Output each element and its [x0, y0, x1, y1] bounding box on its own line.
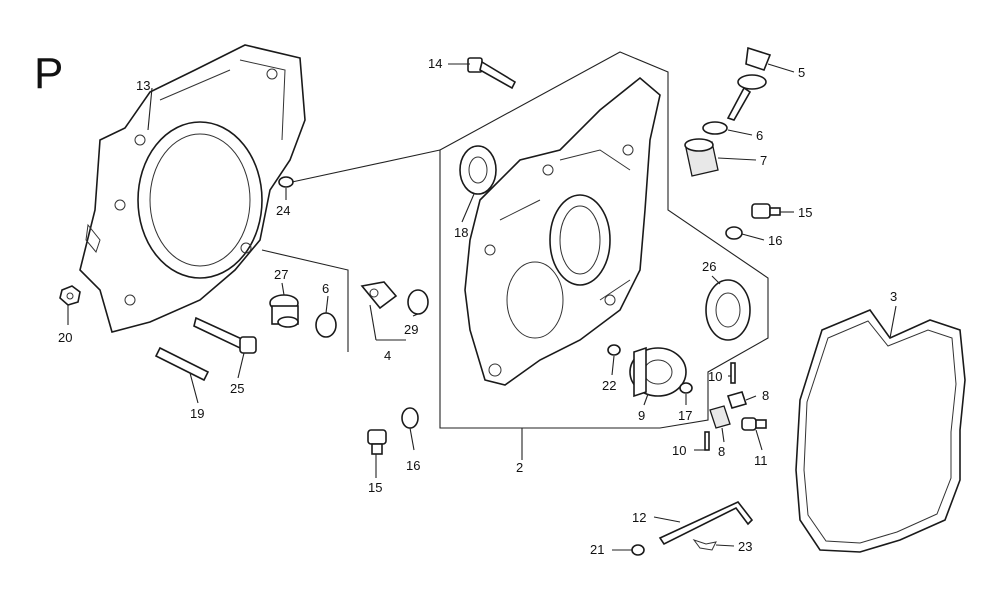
part-3-gasket [795, 309, 966, 553]
label-4: 4 [384, 348, 391, 363]
label-29: 29 [404, 322, 418, 337]
part-14-bolt [467, 57, 517, 90]
label-8-lower: 8 [718, 444, 725, 459]
label-21: 21 [590, 542, 604, 557]
label-3: 3 [890, 289, 897, 304]
part-22-washer [607, 344, 621, 356]
part-15-bolt-lower [367, 429, 387, 455]
part-9-gear [629, 346, 687, 398]
callout-labels: 13 14 5 6 7 15 16 24 18 26 3 27 6 29 4 2… [58, 56, 897, 557]
part-10-pin-lower [704, 431, 710, 451]
label-22: 22 [602, 378, 616, 393]
part-12-rod [658, 501, 754, 546]
label-19: 19 [190, 406, 204, 421]
part-16-washer-upper [725, 226, 743, 240]
part-19-stud [154, 346, 210, 382]
part-18-seal [459, 145, 497, 195]
part-21-nut [631, 544, 645, 556]
part-16-washer-lower [401, 407, 419, 429]
label-6-lower: 6 [322, 281, 329, 296]
label-20: 20 [58, 330, 72, 345]
label-25: 25 [230, 381, 244, 396]
part-25-bolt [193, 316, 257, 354]
label-6-upper: 6 [756, 128, 763, 143]
leader-lines [67, 63, 897, 551]
label-24: 24 [276, 203, 290, 218]
label-15-upper: 15 [798, 205, 812, 220]
part-7-filler [684, 138, 719, 177]
label-15-lower: 15 [368, 480, 382, 495]
part-24-pin [278, 176, 294, 188]
label-2: 2 [516, 460, 523, 475]
part-11-bolt [741, 417, 767, 431]
part-13-cover [79, 44, 306, 333]
part-6-oring [702, 121, 728, 135]
label-17: 17 [678, 408, 692, 423]
label-23: 23 [738, 539, 752, 554]
part-29-washer [407, 289, 429, 315]
label-13: 13 [136, 78, 150, 93]
part-8-weight-lower [709, 405, 731, 429]
part-8-weight-upper [726, 391, 748, 409]
section-letter: P [34, 49, 63, 98]
label-26: 26 [702, 259, 716, 274]
label-7: 7 [760, 153, 767, 168]
label-27: 27 [274, 267, 288, 282]
part-4-sensor [360, 281, 398, 310]
label-16-upper: 16 [768, 233, 782, 248]
label-18: 18 [454, 225, 468, 240]
part-23-clip [692, 539, 717, 551]
part-10-pin-upper [730, 362, 736, 384]
part-15-bolt-upper [751, 203, 781, 219]
label-11: 11 [754, 453, 768, 468]
part-17-washer [679, 382, 693, 394]
label-8-upper: 8 [762, 388, 769, 403]
part-20-nut [59, 285, 81, 306]
label-16-lower: 16 [406, 458, 420, 473]
part-2-crankcase [464, 76, 661, 386]
part-27-plug [269, 294, 299, 328]
part-6-oring-lower [315, 312, 337, 338]
part-5-dipstick [726, 46, 772, 121]
label-10-upper: 10 [708, 369, 722, 384]
label-5: 5 [798, 65, 805, 80]
label-14: 14 [428, 56, 442, 71]
part-26-bearing [705, 279, 751, 341]
label-10-lower: 10 [672, 443, 686, 458]
label-12: 12 [632, 510, 646, 525]
label-9: 9 [638, 408, 645, 423]
